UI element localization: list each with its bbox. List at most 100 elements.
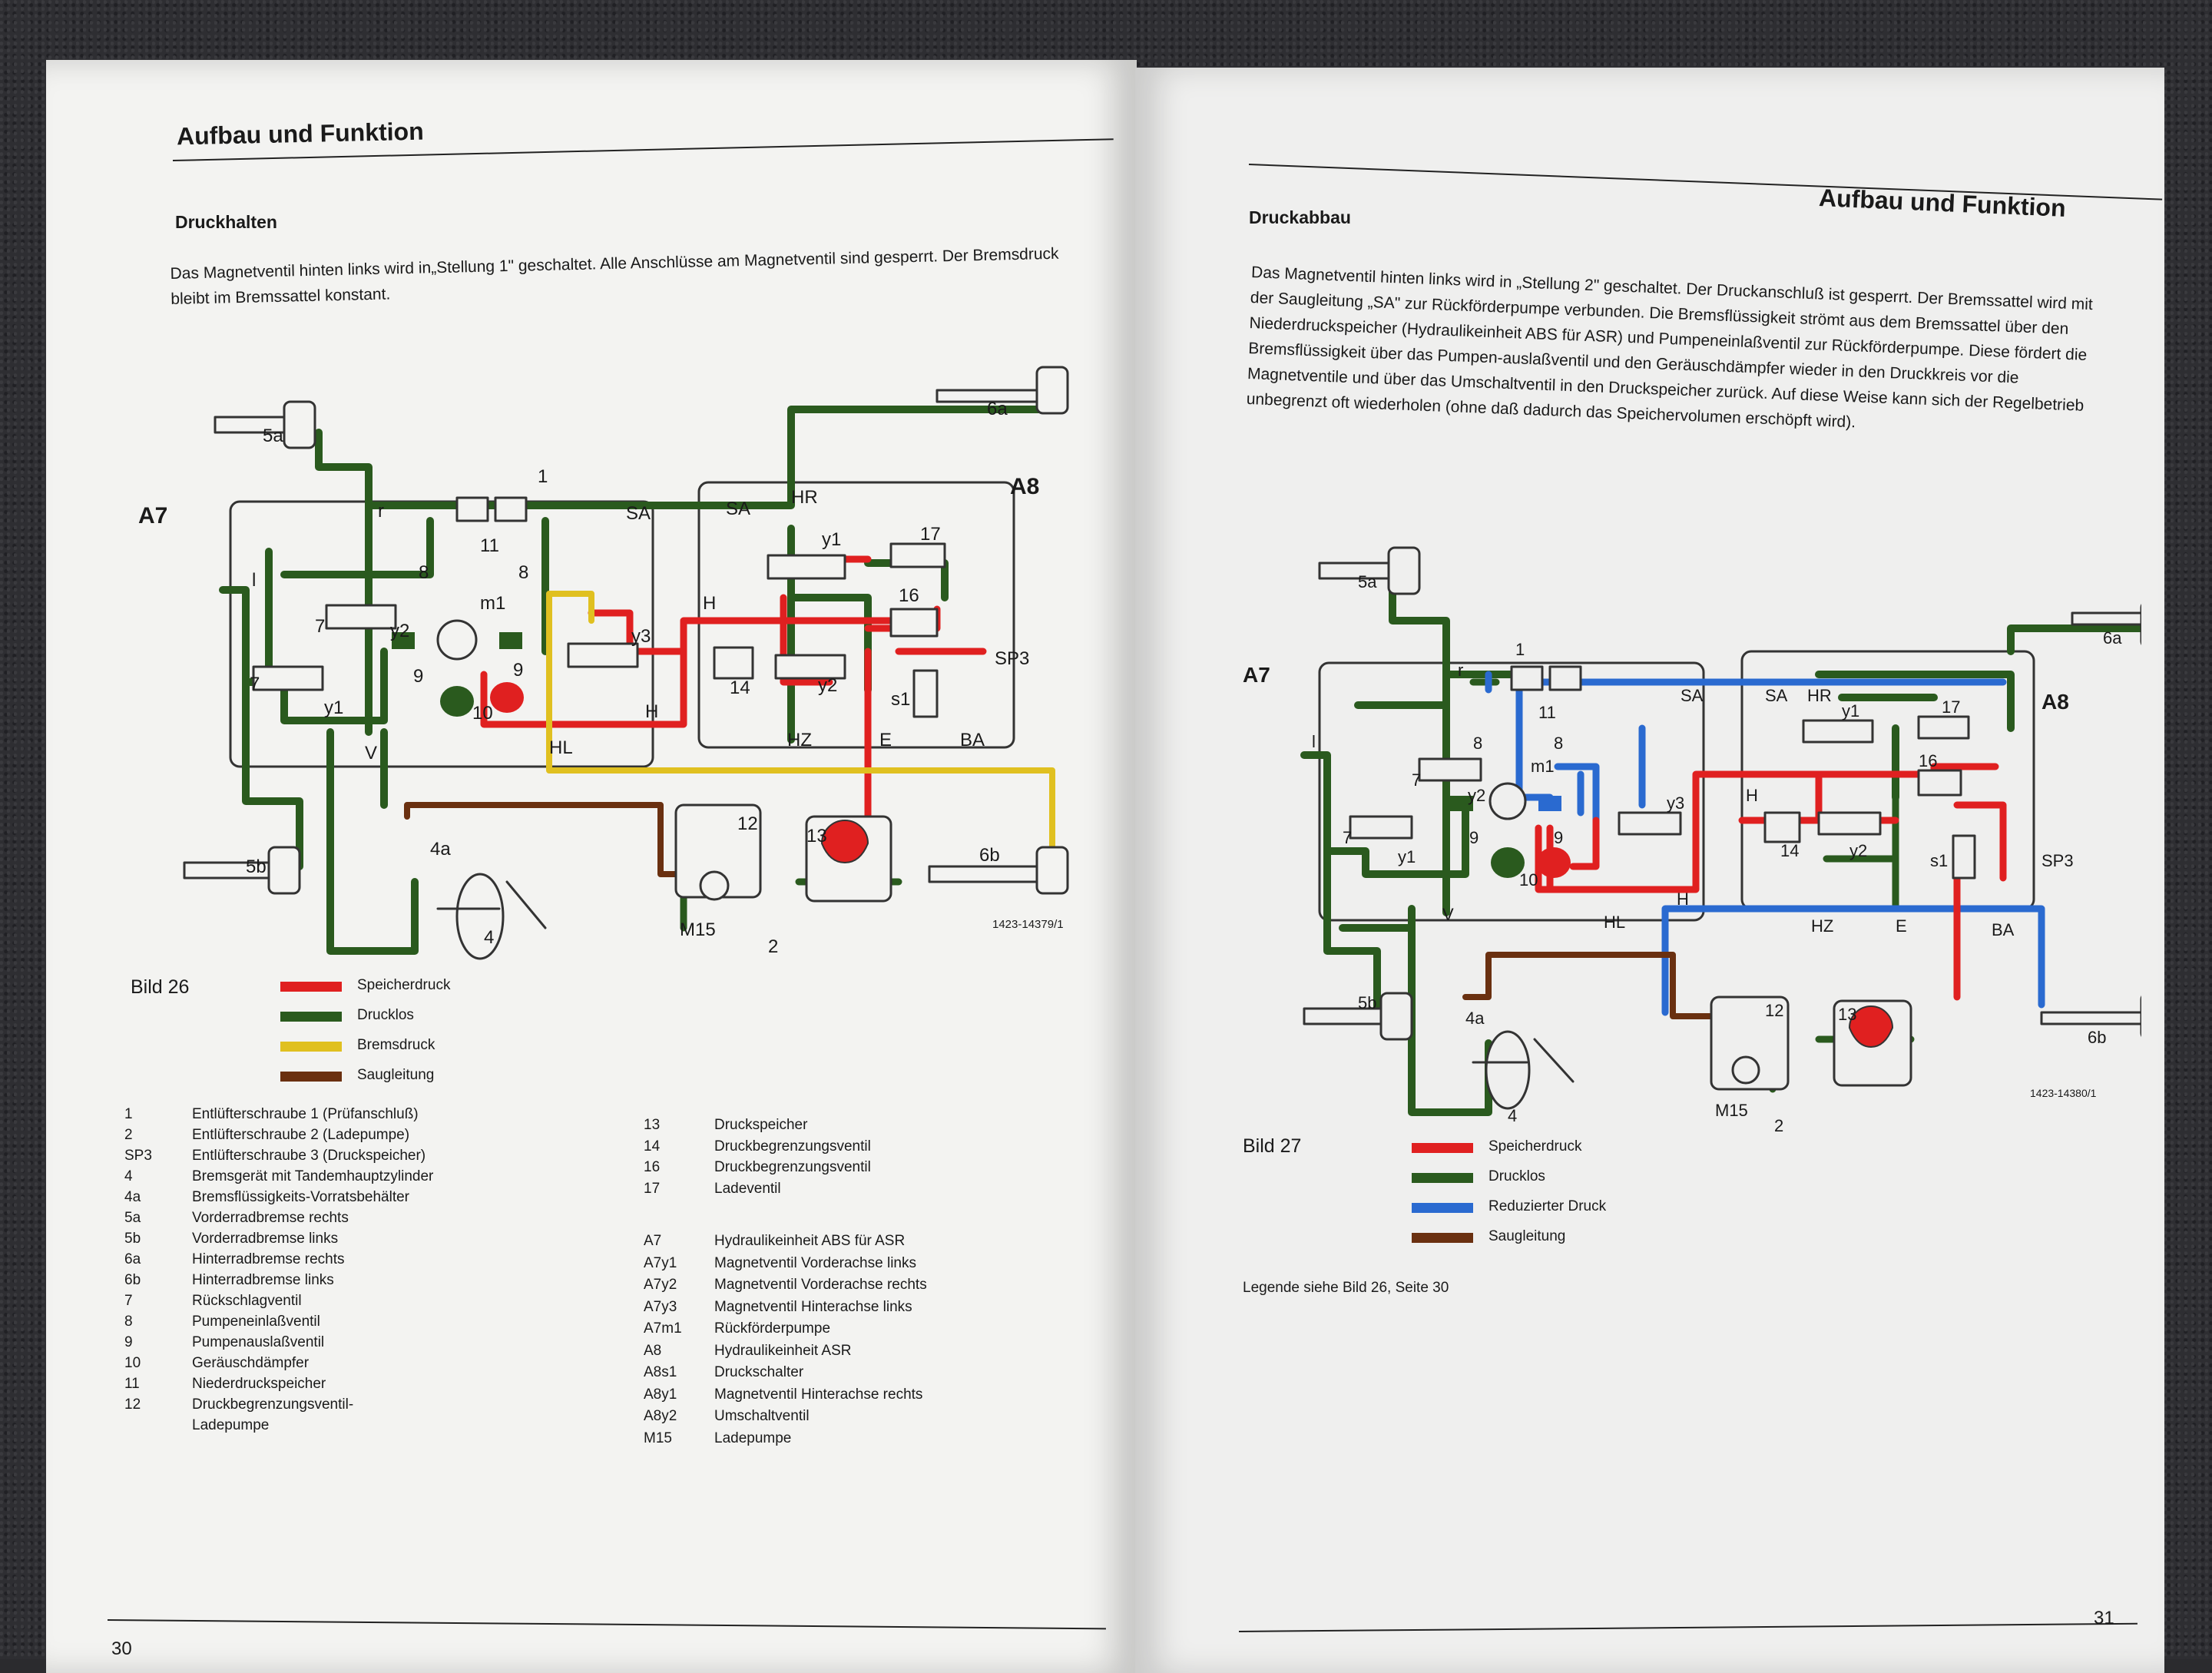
- page-header: Aufbau und Funktion: [176, 117, 425, 151]
- label-m1-r: m1: [1531, 757, 1555, 776]
- damper-red-r: [1537, 847, 1571, 878]
- label-4: 4: [484, 927, 494, 948]
- brake-discs-r: [1303, 562, 2141, 1025]
- hydraulic-diagram-bild-26: A7 A8 SA SA HR SP3 HL H H HZ E BA V r l …: [138, 366, 1069, 960]
- hydraulic-diagram-bild-27: A7 A8 SA SA HR SP3 HL H H HZ E BA V r l …: [1243, 546, 2141, 1135]
- accumulator-13-r: [1849, 1005, 1893, 1048]
- brake-6a: [1035, 366, 1069, 415]
- label-a7: A7: [138, 503, 167, 528]
- label-4a-r: 4a: [1465, 1009, 1485, 1028]
- valve-a8y1-r: [1802, 719, 1874, 744]
- parts-description: Hydraulikeinheit ASR: [714, 1342, 852, 1359]
- pump-m1: [436, 619, 478, 661]
- parts-number: 1: [124, 1106, 133, 1122]
- label-y3-r: y3: [1667, 793, 1684, 813]
- valve-y3: [567, 642, 639, 668]
- label-7-r: 7: [1412, 770, 1421, 790]
- parts-description: Entlüfterschraube 1 (Prüfanschluß): [192, 1106, 419, 1122]
- valve-a8y2-r: [1817, 811, 1882, 836]
- brake-5b: [267, 846, 301, 895]
- label-7b: 7: [250, 674, 260, 694]
- parts-description: Magnetventil Vorderachse rechts: [714, 1277, 927, 1293]
- master-cylinder: [436, 880, 547, 929]
- valve-16: [889, 608, 939, 638]
- left-page: Aufbau und Funktion Druckhalten Das Magn…: [46, 60, 1137, 1673]
- parts-description: Rückschlagventil: [192, 1293, 302, 1309]
- figure-code: 1423-14379/1: [992, 918, 1064, 931]
- parts-number: A8y1: [644, 1386, 677, 1403]
- header-rule-right: [1248, 164, 2163, 200]
- label-1: 1: [538, 466, 548, 487]
- label-a7-r: A7: [1243, 663, 1270, 687]
- label-h: H: [645, 701, 658, 722]
- label-h-r2: H: [1746, 786, 1758, 805]
- label-17: 17: [920, 524, 941, 545]
- housing-a8: [697, 481, 1015, 749]
- label-12-r: 12: [1765, 1001, 1783, 1020]
- parts-number: A8s1: [644, 1364, 677, 1380]
- label-12: 12: [737, 813, 758, 834]
- accumulator-11b-r: [1548, 665, 1582, 691]
- label-v-r: V: [1442, 905, 1454, 924]
- parts-number: A7y2: [644, 1277, 677, 1293]
- pump-block-green-2: [499, 632, 522, 649]
- brake-booster-4-r: [1485, 1030, 1531, 1110]
- label-hr-r: HR: [1807, 686, 1832, 705]
- label-s1-r: s1: [1930, 851, 1948, 870]
- accumulator-11b: [494, 496, 528, 522]
- label-8b-r: 8: [1554, 734, 1563, 753]
- parts-number: 16: [644, 1159, 661, 1175]
- parts-number: 5b: [124, 1231, 141, 1247]
- parts-description: Magnetventil Hinterachse rechts: [714, 1386, 923, 1403]
- label-a8-y2: y2: [818, 675, 837, 696]
- legend-swatch: [1412, 1203, 1473, 1213]
- label-4a: 4a: [430, 839, 451, 860]
- label-a8-r: A8: [2041, 690, 2069, 714]
- parts-description: Ladepumpe: [714, 1430, 792, 1446]
- parts-description: Druckbegrenzungsventil: [714, 1159, 871, 1175]
- parts-description: Vorderradbremse rechts: [192, 1210, 349, 1226]
- parts-number: 7: [124, 1293, 133, 1309]
- damper-green: [440, 686, 474, 717]
- label-y1: y1: [324, 697, 343, 718]
- label-2-r: 2: [1774, 1116, 1783, 1135]
- legend-label: Speicherdruck: [357, 977, 451, 993]
- label-6a: 6a: [987, 399, 1008, 419]
- label-sa-2: SA: [726, 499, 750, 519]
- valve-y1-r: [1349, 815, 1413, 840]
- label-a8-y1: y1: [822, 529, 841, 550]
- parts-number: A7: [644, 1233, 662, 1249]
- line-drucklos-r4: [1734, 793, 1915, 1093]
- valve-y2: [325, 604, 397, 630]
- label-e: E: [879, 730, 892, 750]
- parts-number: 12: [124, 1396, 141, 1413]
- line-bremsdruck: [546, 591, 1055, 877]
- valve-a8y1: [767, 554, 846, 580]
- parts-number: 4a: [124, 1189, 141, 1205]
- label-m15-r: M15: [1715, 1101, 1748, 1120]
- parts-number: 11: [124, 1376, 140, 1392]
- label-r-r: r: [1458, 661, 1463, 680]
- housing-a7-right: [1318, 661, 1705, 922]
- parts-number: 6a: [124, 1251, 141, 1267]
- section-paragraph: Das Magnetventil hinten links wird in„St…: [170, 244, 1059, 308]
- label-sa-r2: SA: [1765, 686, 1788, 705]
- label-8b: 8: [518, 562, 528, 583]
- parts-description: Hinterradbremse rechts: [192, 1251, 345, 1267]
- label-hr: HR: [791, 487, 818, 508]
- parts-number: 9: [124, 1334, 133, 1350]
- line-drucklos-r3: [1815, 624, 2141, 801]
- label-16-r: 16: [1919, 751, 1937, 770]
- pump-block-green: [392, 632, 415, 649]
- section-subtitle-right: Druckabbau: [1249, 207, 1351, 227]
- label-sa: SA: [626, 503, 651, 524]
- parts-description: Rückförderpumpe: [714, 1320, 831, 1337]
- line-drucklos-3: [265, 517, 549, 955]
- label-7b-r: 7: [1343, 828, 1352, 847]
- label-hl: HL: [549, 737, 573, 758]
- label-13: 13: [806, 826, 827, 846]
- legend-swatch: [280, 982, 342, 992]
- label-l-r: l: [1312, 732, 1316, 751]
- legend-label: Drucklos: [357, 1007, 414, 1023]
- pump-block-blue-r: [1538, 796, 1561, 811]
